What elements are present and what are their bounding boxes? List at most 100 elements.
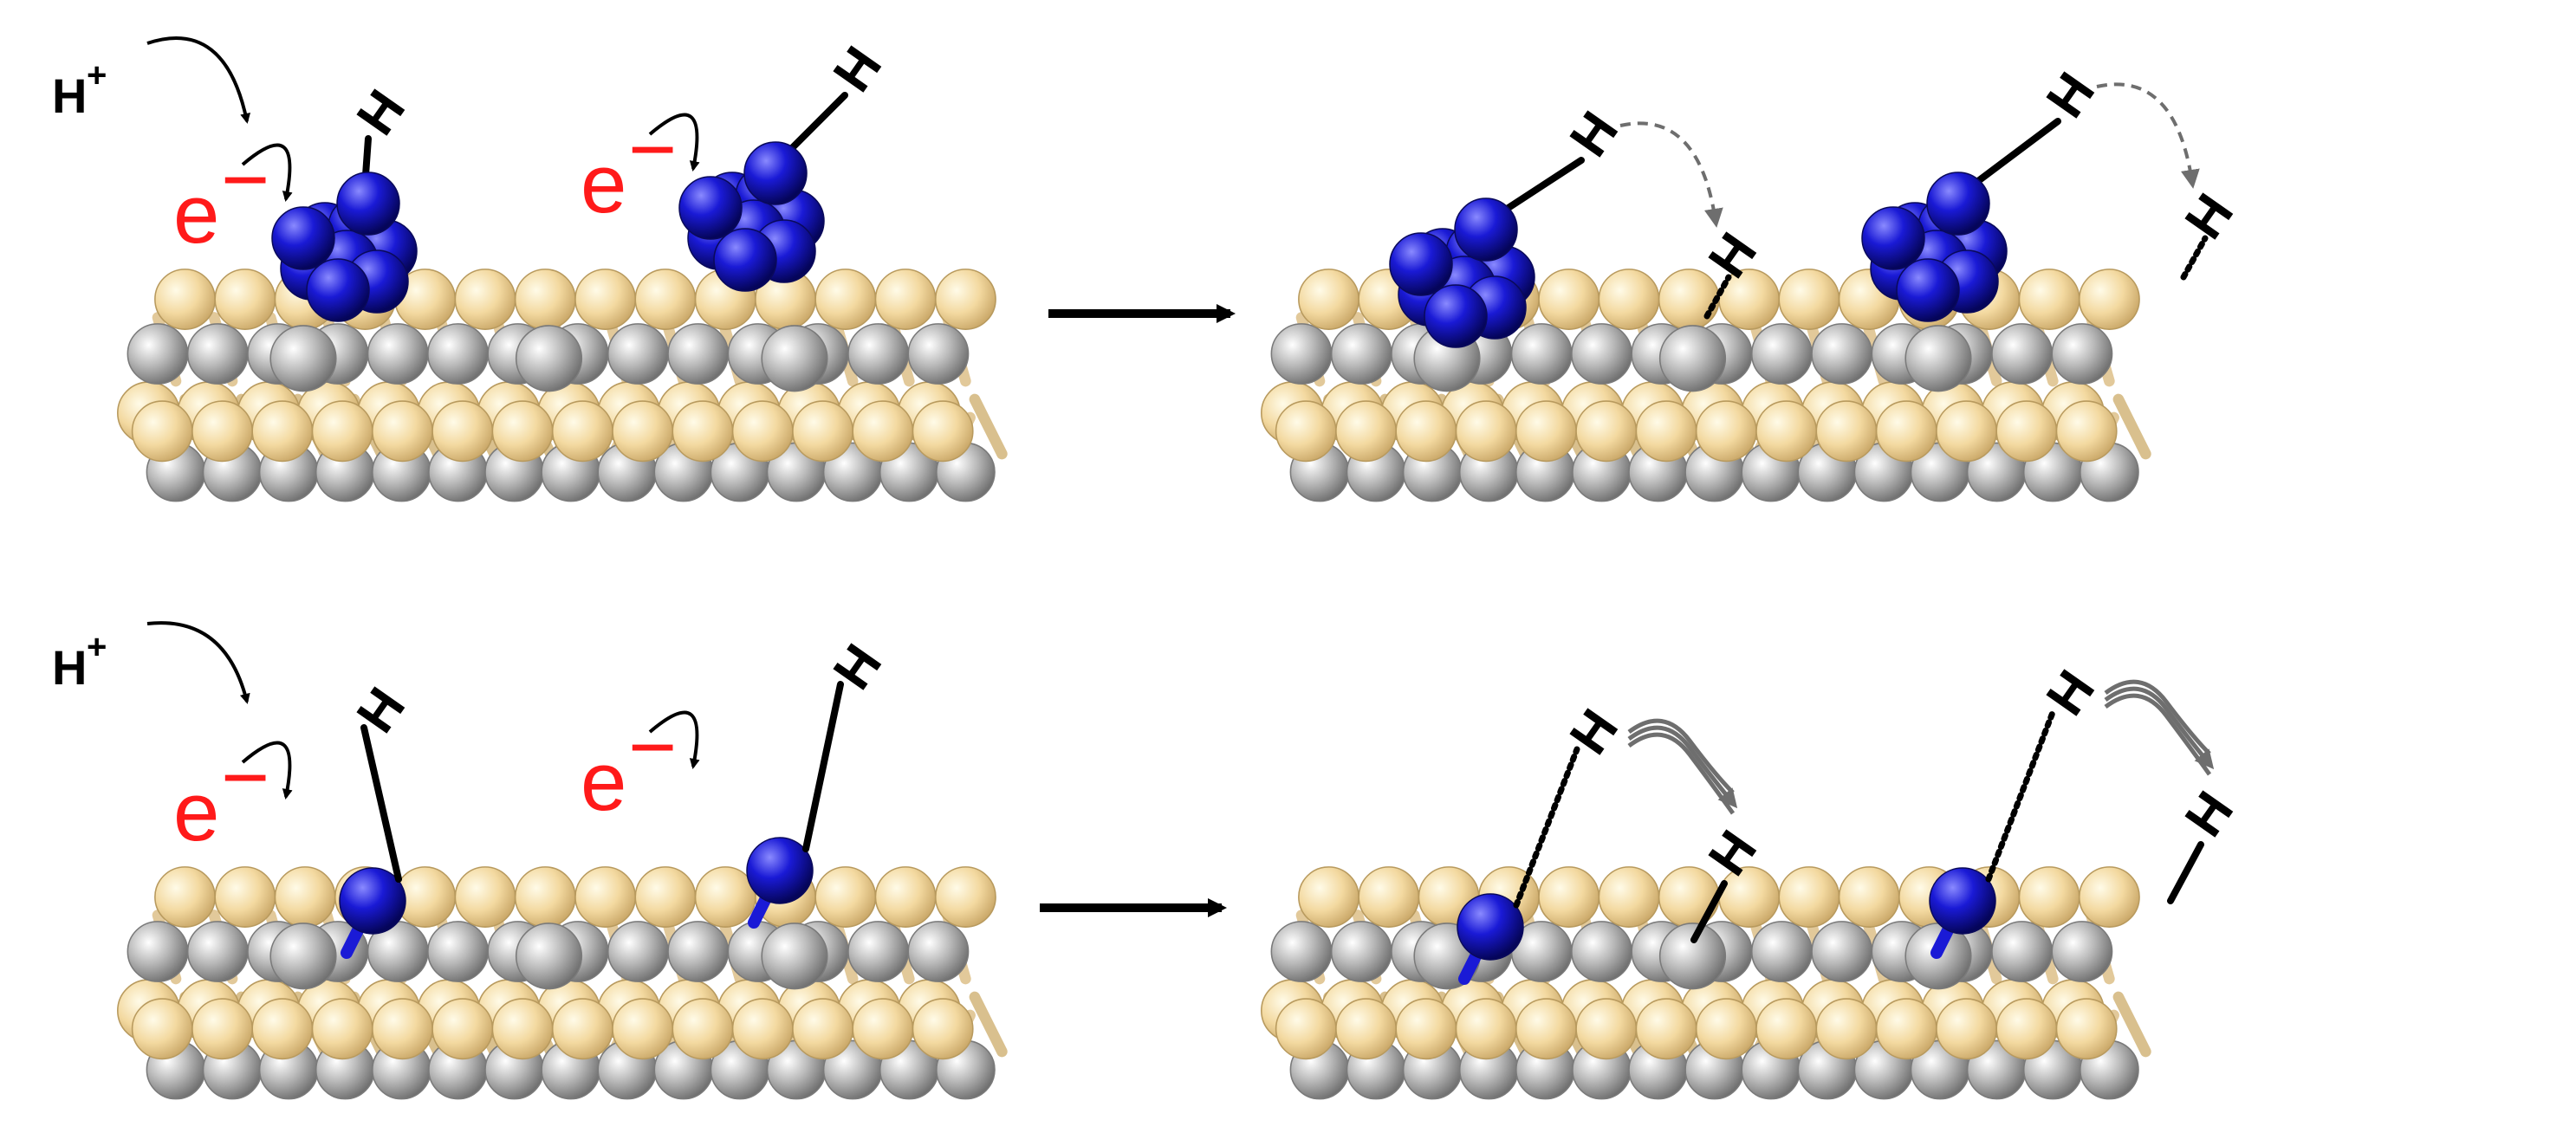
substrate-slab xyxy=(1261,866,2151,1100)
sulfur-atom xyxy=(1395,400,1457,463)
dopant-atom xyxy=(339,867,406,935)
dopant-atom xyxy=(1896,258,1960,322)
metal-atom xyxy=(427,921,489,982)
dopant-atom xyxy=(306,258,370,322)
hydrogen-atom: H xyxy=(822,634,893,700)
metal-atom xyxy=(427,323,489,385)
sulfur-atom xyxy=(372,998,433,1060)
hydrogen-atom: H xyxy=(346,80,417,146)
dopant-atom xyxy=(1457,893,1524,961)
sulfur-atom xyxy=(454,866,516,928)
slab-bond xyxy=(969,991,1008,1058)
active-site: He− xyxy=(581,634,893,929)
metal-atom xyxy=(907,323,970,385)
metal-atom xyxy=(186,323,249,385)
sulfur-atom xyxy=(274,866,336,928)
sulfur-atom xyxy=(852,400,914,463)
metal-atom xyxy=(607,323,669,385)
sulfur-atom xyxy=(934,866,996,928)
h-bond xyxy=(802,681,844,852)
sulfur-atom xyxy=(1815,400,1878,463)
slab-atoms xyxy=(117,269,996,502)
proton-label: H+ xyxy=(52,628,107,695)
sulfur-atom xyxy=(1995,400,2058,463)
electron-charge: − xyxy=(628,103,677,196)
sulfur-atom xyxy=(2018,269,2080,330)
panel-single-initial: He−He−H+ xyxy=(52,621,1008,1100)
sulfur-atom xyxy=(1695,998,1757,1060)
metal-atom xyxy=(1750,921,1813,982)
sulfur-atom xyxy=(1395,998,1457,1060)
metal-atom xyxy=(1330,921,1392,982)
hydrogen-label: H xyxy=(346,677,417,743)
h-bond-dotted xyxy=(1985,707,2057,883)
edge-metal-atom xyxy=(515,325,583,392)
hydrogen-atom: H xyxy=(2035,660,2106,726)
sulfur-atom xyxy=(912,998,974,1060)
electron-symbol: e xyxy=(581,735,626,828)
metal-atom xyxy=(1571,323,1632,385)
sulfur-atom xyxy=(431,400,494,463)
edge-metal-atom xyxy=(515,923,583,990)
hydrogen-transfer-wave xyxy=(2104,679,2211,755)
hydrogen-label: H xyxy=(822,36,893,102)
metal-atom xyxy=(2051,921,2113,982)
sulfur-atom xyxy=(1335,400,1397,463)
h-bond xyxy=(360,724,402,883)
sulfur-atom xyxy=(2018,866,2080,928)
sulfur-atom xyxy=(1658,866,1720,928)
sulfur-atom xyxy=(551,998,613,1060)
sulfur-atom xyxy=(1755,400,1818,463)
proton-charge: + xyxy=(87,628,107,666)
hydrogen-transfer-wave xyxy=(2104,686,2215,770)
metal-atom xyxy=(1811,921,1873,982)
electron-charge: − xyxy=(221,731,269,824)
metal-atom xyxy=(1510,323,1573,385)
hydrogen-label: H xyxy=(346,80,417,146)
hydrogen-atom: H xyxy=(1559,101,1630,167)
sulfur-atom xyxy=(514,866,576,928)
hydrogen-transfer-arrow xyxy=(1619,121,1723,228)
sulfur-atom xyxy=(491,998,554,1060)
sulfur-atom xyxy=(1455,400,1517,463)
sulfur-atom xyxy=(1936,400,1997,463)
hydrogen-label: H xyxy=(2035,660,2106,726)
dopant-atom xyxy=(743,141,808,205)
sulfur-atom xyxy=(1635,998,1697,1060)
slab-bond xyxy=(2112,393,2151,460)
edge-metal-atom xyxy=(269,923,337,990)
sulfur-atom xyxy=(1515,400,1577,463)
hydrogen-transfer-wave xyxy=(1627,718,1735,794)
substrate-slab xyxy=(117,866,1008,1100)
sulfur-atom xyxy=(191,400,253,463)
sulfur-atom xyxy=(574,866,637,928)
sulfur-atom xyxy=(912,400,974,463)
sulfur-atom xyxy=(2055,400,2118,463)
electron-charge: − xyxy=(628,701,677,793)
sulfur-atom xyxy=(792,400,853,463)
dopant-atom xyxy=(336,172,400,236)
hydrogen-atom: H xyxy=(346,677,417,743)
metal-atom xyxy=(1270,921,1333,982)
dopant-cluster xyxy=(1861,172,2008,322)
sulfur-atom xyxy=(214,866,276,928)
electron-transfer-arrow xyxy=(648,113,700,172)
sulfur-atom xyxy=(311,400,373,463)
hydrogen-transfer-wave xyxy=(2104,693,2212,776)
sulfur-atom xyxy=(214,269,276,330)
dopant-atom xyxy=(1929,867,1996,935)
sulfur-atom xyxy=(372,400,433,463)
hydrogen-label: H xyxy=(822,634,893,700)
sulfur-atom xyxy=(1778,866,1840,928)
dopant-atom xyxy=(713,228,777,292)
metal-atom xyxy=(2051,323,2113,385)
dopant-cluster xyxy=(271,172,418,322)
proton-symbol: H xyxy=(52,68,87,123)
edge-metal-atom xyxy=(269,325,337,392)
dopant-atom xyxy=(271,206,335,270)
electron-transfer-arrow xyxy=(241,143,293,202)
dopant-atom xyxy=(678,176,743,240)
sulfur-atom xyxy=(852,998,914,1060)
